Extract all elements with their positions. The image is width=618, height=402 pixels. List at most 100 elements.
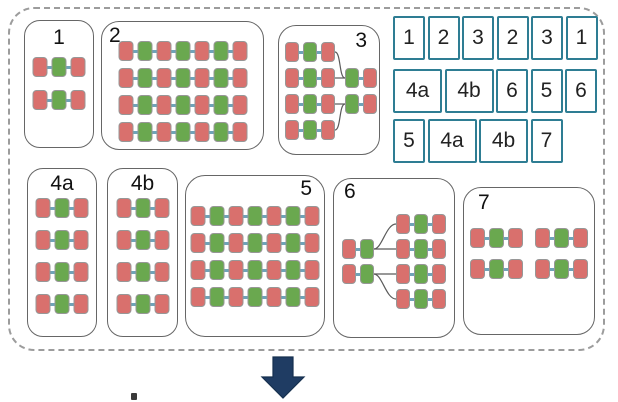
green-block: [489, 259, 504, 279]
connector-line: [228, 130, 232, 134]
green-block: [135, 262, 150, 282]
red-block: [321, 94, 335, 114]
red-block: [508, 259, 523, 279]
green-block: [414, 239, 428, 259]
red-block: [116, 262, 131, 282]
connector-line: [262, 214, 267, 218]
red-block: [285, 94, 299, 114]
red-block: [470, 228, 485, 248]
green-block: [54, 262, 70, 282]
red-block: [70, 90, 86, 110]
red-block: [304, 287, 320, 307]
connector-line: [428, 247, 432, 251]
green-block: [303, 94, 317, 114]
connector-line: [262, 268, 267, 272]
connector-line: [50, 302, 55, 306]
connector-line: [131, 270, 135, 274]
red-block: [35, 294, 51, 314]
connector-line: [171, 76, 175, 80]
red-block: [470, 259, 485, 279]
connector-line: [131, 302, 135, 306]
connector-line: [205, 214, 210, 218]
green-block: [209, 233, 225, 253]
green-block: [175, 122, 190, 142]
green-block: [54, 294, 70, 314]
green-block: [414, 214, 428, 234]
red-block: [508, 228, 523, 248]
green-block: [247, 260, 263, 280]
green-block: [414, 289, 428, 309]
block-chain: [35, 294, 89, 314]
block-chain: [342, 264, 374, 284]
green-block: [285, 233, 301, 253]
group-label-5: 5: [300, 177, 312, 200]
green-block: [303, 42, 317, 62]
connector-line: [69, 270, 74, 274]
green-block: [247, 233, 263, 253]
sequence-tile-3: 3: [531, 16, 563, 60]
red-block: [190, 206, 206, 226]
connector-line: [152, 103, 156, 107]
red-block: [304, 206, 320, 226]
green-block: [554, 259, 569, 279]
connector-line: [228, 76, 232, 80]
green-block: [489, 228, 504, 248]
group-label-3: 3: [355, 29, 367, 52]
connector-line: [281, 268, 286, 272]
red-block: [266, 206, 282, 226]
green-block: [54, 230, 70, 250]
connector-line: [317, 102, 321, 106]
connector-line: [281, 214, 286, 218]
red-block: [116, 230, 131, 250]
red-block: [154, 230, 169, 250]
red-block: [321, 68, 335, 88]
group-box-1: 1: [24, 20, 94, 148]
red-block: [363, 94, 377, 114]
green-block: [247, 287, 263, 307]
green-block: [137, 95, 152, 115]
merge-connector-curves: [373, 223, 397, 300]
red-block: [342, 264, 356, 284]
connector-line: [262, 241, 267, 245]
red-block: [154, 198, 169, 218]
red-block: [396, 239, 410, 259]
connector-line: [69, 302, 74, 306]
connector-line: [569, 236, 573, 240]
green-block: [213, 68, 228, 88]
block-chain: [396, 289, 446, 309]
group-box-5: 5: [185, 175, 325, 337]
dashed-frame: [8, 7, 605, 351]
red-block: [573, 259, 588, 279]
red-block: [194, 122, 209, 142]
connector-line: [171, 130, 175, 134]
connector-line: [317, 128, 321, 132]
sequence-tile-6: 6: [565, 69, 597, 113]
red-block: [154, 294, 169, 314]
connector-line: [359, 76, 363, 80]
block-chain: [285, 42, 335, 62]
connector-line: [133, 103, 137, 107]
connector-line: [171, 103, 175, 107]
green-block: [213, 122, 228, 142]
red-block: [535, 228, 550, 248]
red-block: [73, 294, 89, 314]
block-chain: [118, 122, 247, 142]
block-chain: [342, 239, 374, 259]
connector-line: [300, 268, 305, 272]
red-block: [573, 228, 588, 248]
green-block: [209, 206, 225, 226]
block-chain: [35, 230, 89, 250]
merge-connector-curves: [334, 51, 346, 131]
red-block: [232, 122, 247, 142]
block-rows: [35, 198, 89, 314]
red-block: [154, 262, 169, 282]
block-chain: [116, 230, 169, 250]
connector-line: [300, 241, 305, 245]
sequence-tile-2: 2: [496, 16, 529, 60]
down-arrow-icon: [260, 356, 306, 399]
sequence-tile-7: 7: [530, 119, 563, 163]
sequence-tile-4b: 4b: [444, 69, 494, 113]
green-block: [51, 57, 67, 77]
red-block: [321, 120, 335, 140]
group-box-4a: 4a: [27, 168, 97, 337]
